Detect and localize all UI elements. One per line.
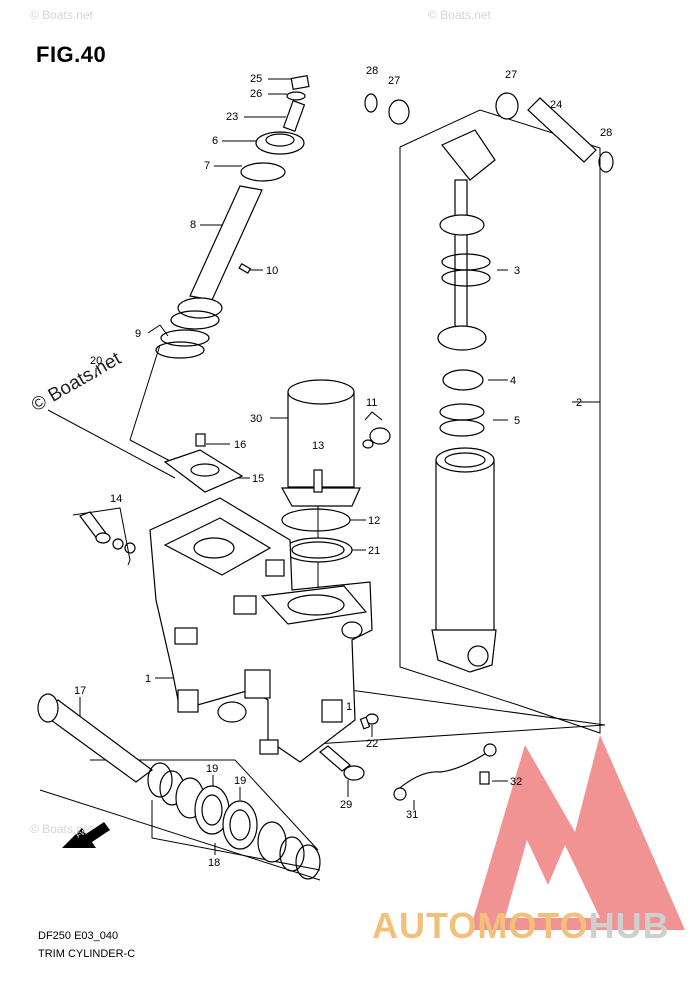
- label-31: 31: [406, 809, 418, 821]
- cylinder-body: [435, 459, 495, 636]
- brand-wordmark: AUTOMOTOHUB: [372, 905, 670, 947]
- label-23: 23: [226, 111, 238, 123]
- label-22: 22: [366, 738, 378, 750]
- cylinder-assembly: [431, 129, 497, 673]
- part23-stud: [282, 100, 306, 132]
- part6-cap: [255, 131, 305, 155]
- brand-wordmark-part2: HUB: [588, 905, 670, 946]
- part30-reservoir: [280, 379, 391, 507]
- part9-oring: [160, 329, 210, 347]
- piston-rod: [454, 179, 468, 341]
- part27-bushing-right: [495, 92, 519, 120]
- label-3: 3: [514, 265, 520, 277]
- label-8: 8: [190, 219, 196, 231]
- part-labels: 25 26 23 6 7 8 10 9 20 28 27 27 24 28 3 …: [74, 65, 612, 869]
- label-19a: 19: [206, 763, 218, 775]
- label-1: 1: [145, 673, 151, 685]
- part11-plug: [369, 427, 391, 445]
- part13-bolt: [313, 469, 323, 493]
- brand-triangle-logo: [470, 735, 685, 930]
- upper-rod-assembly: [155, 74, 310, 359]
- label-20: 20: [90, 355, 102, 367]
- part16-screw: [195, 433, 206, 447]
- label-15: 15: [252, 473, 264, 485]
- fasteners-lower: [319, 713, 497, 801]
- part32-screw: [479, 771, 490, 785]
- part1-housing: [149, 497, 373, 763]
- label-30: 30: [250, 413, 262, 425]
- part26-washer: [286, 91, 306, 101]
- label-2: 2: [576, 397, 582, 409]
- part24-pin: [527, 97, 597, 163]
- part28-ring-left: [364, 93, 378, 113]
- label-18: 18: [208, 857, 220, 869]
- label-26: 26: [250, 88, 262, 100]
- part15-cover: [163, 433, 244, 493]
- label-32: 32: [510, 776, 522, 788]
- label-4: 4: [510, 375, 516, 387]
- label-27b: 27: [505, 69, 517, 81]
- label-1b: 1: [346, 701, 352, 713]
- label-29: 29: [340, 799, 352, 811]
- label-9: 9: [135, 328, 141, 340]
- label-24: 24: [550, 99, 562, 111]
- part14-valve: [79, 511, 136, 554]
- watermark-text: © Boats.net: [30, 822, 93, 836]
- part25-nut: [290, 74, 310, 90]
- cylinder-eye: [441, 129, 496, 181]
- label-27a: 27: [388, 75, 400, 87]
- lower-shaft-rings: [37, 693, 321, 880]
- part4-seal: [442, 369, 484, 391]
- part28-ring-right: [598, 151, 614, 173]
- figure-title: FIG.40: [36, 42, 107, 67]
- part10-pin: [238, 262, 252, 274]
- label-19b: 19: [234, 775, 246, 787]
- label-28b: 28: [600, 127, 612, 139]
- part5-oring: [439, 403, 485, 421]
- label-25: 25: [250, 73, 262, 85]
- pin-assembly-top-right: [364, 92, 614, 173]
- label-7: 7: [204, 160, 210, 172]
- label-21: 21: [368, 545, 380, 557]
- label-10: 10: [266, 265, 278, 277]
- label-17: 17: [74, 685, 86, 697]
- brand-wordmark-part1: AUTOMOTO: [372, 905, 589, 946]
- part7-oring: [240, 162, 286, 182]
- watermark-text: © Boats.net: [428, 8, 491, 22]
- label-28a: 28: [366, 65, 378, 77]
- part31-wire: [394, 751, 489, 793]
- part12-oring: [281, 508, 351, 532]
- label-6: 6: [212, 135, 218, 147]
- leader-lines: [39, 109, 606, 881]
- part27-bushing-left: [388, 99, 410, 125]
- label-16: 16: [234, 439, 246, 451]
- caption-part-group: TRIM CYLINDER-C: [38, 948, 136, 960]
- part8-rod: [189, 185, 263, 301]
- fwd-arrow-icon: FWD: [62, 822, 110, 848]
- watermark-text: © Boats.net: [30, 8, 93, 22]
- part2-box: [399, 109, 601, 734]
- label-11: 11: [366, 397, 377, 409]
- label-14: 14: [110, 493, 122, 505]
- caption-model-code: DF250 E03_040: [38, 930, 119, 942]
- label-5: 5: [514, 415, 520, 427]
- label-12: 12: [368, 515, 380, 527]
- seal-rings-12-21: [281, 508, 353, 563]
- label-13: 13: [312, 440, 324, 452]
- part29-bolt: [319, 745, 351, 772]
